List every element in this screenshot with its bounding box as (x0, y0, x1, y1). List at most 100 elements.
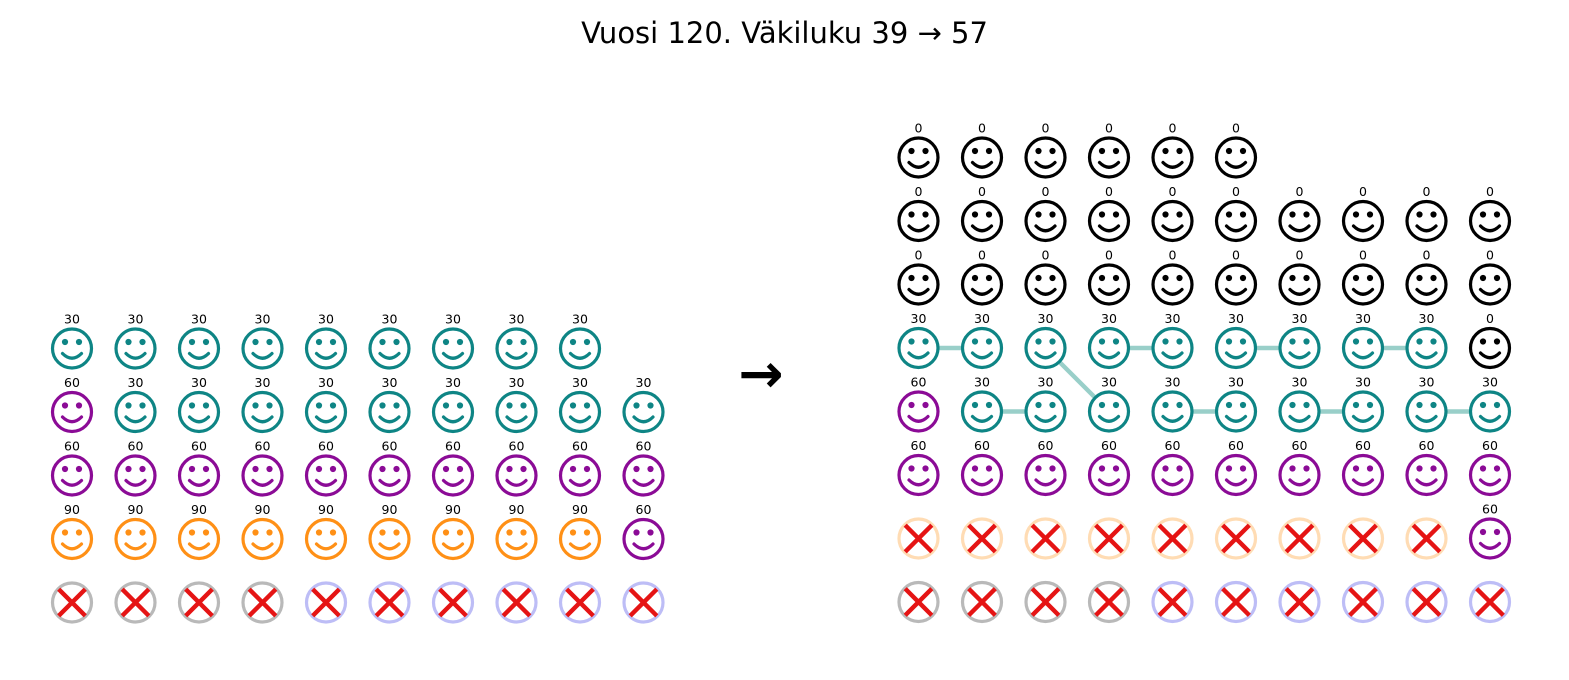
smiley-face-icon: 30 (50, 312, 94, 370)
age-label: 0 (1232, 248, 1240, 263)
smiley-face-icon: 60 (304, 439, 348, 497)
smiley-face-icon: 0 (1278, 184, 1321, 243)
age-label: 60 (191, 439, 207, 454)
smiley-face-icon: 60 (1468, 502, 1512, 560)
smiley-face-icon: 30 (495, 375, 538, 434)
age-label: 30 (1101, 311, 1117, 326)
age-label: 60 (64, 375, 80, 390)
deceased-face-icon (1214, 580, 1258, 624)
smiley-face-icon: 0 (1024, 121, 1067, 179)
age-label: 60 (1228, 438, 1244, 453)
deceased-face-icon (1087, 517, 1131, 560)
deceased-face-icon (558, 581, 602, 624)
smiley-face-icon: 30 (114, 312, 157, 370)
smiley-face-icon: 90 (241, 502, 284, 561)
smiley-face-icon: 30 (1024, 311, 1067, 370)
age-label: 0 (1486, 184, 1494, 199)
smiley-face-icon: 30 (177, 312, 221, 370)
smiley-face-icon: 30 (1341, 311, 1385, 370)
age-label: 90 (572, 502, 588, 517)
smiley-face-icon: 30 (1405, 311, 1448, 370)
age-label: 90 (382, 502, 398, 517)
age-label: 30 (318, 312, 334, 327)
age-label: 0 (1296, 248, 1304, 263)
deceased-face-icon (177, 581, 221, 624)
age-label: 30 (636, 375, 652, 390)
smiley-face-icon: 0 (1087, 184, 1131, 243)
age-label: 30 (974, 375, 990, 390)
smiley-face-icon: 30 (1341, 375, 1385, 433)
deceased-face-icon (897, 580, 940, 624)
age-label: 60 (636, 502, 652, 517)
age-label: 60 (1482, 438, 1498, 453)
age-label: 30 (1419, 311, 1435, 326)
age-label: 90 (128, 502, 144, 517)
deceased-face-icon (960, 517, 1004, 560)
age-label: 60 (255, 439, 271, 454)
smiley-face-icon: 0 (1151, 184, 1194, 243)
smiley-face-icon: 90 (495, 502, 538, 561)
smiley-face-icon: 30 (1024, 375, 1067, 433)
age-label: 30 (1292, 311, 1308, 326)
age-label: 60 (509, 439, 525, 454)
age-label: 60 (318, 439, 334, 454)
age-label: 0 (1232, 121, 1240, 136)
smiley-face-icon: 90 (114, 502, 157, 561)
smiley-face-icon: 30 (241, 375, 284, 434)
smiley-face-icon: 0 (1087, 121, 1131, 179)
age-label: 60 (1419, 438, 1435, 453)
smiley-face-icon: 90 (304, 502, 348, 561)
age-label: 30 (1101, 375, 1117, 390)
smiley-face-icon: 90 (177, 502, 221, 561)
age-label: 0 (1042, 184, 1050, 199)
smiley-face-icon: 60 (622, 439, 665, 497)
deceased-face-icon (1087, 580, 1131, 624)
smiley-face-icon: 30 (622, 375, 665, 434)
age-label: 0 (915, 184, 923, 199)
smiley-face-icon: 60 (1278, 438, 1321, 497)
smiley-face-icon: 60 (1087, 438, 1131, 497)
smiley-face-icon: 30 (368, 375, 411, 434)
deceased-face-icon (368, 581, 411, 624)
smiley-face-icon: 0 (1024, 184, 1067, 243)
age-label: 30 (1165, 311, 1181, 326)
age-label: 60 (64, 439, 80, 454)
smiley-face-icon: 60 (368, 439, 411, 497)
age-label: 60 (636, 439, 652, 454)
smiley-face-icon: 30 (431, 375, 475, 434)
smiley-face-icon: 30 (1151, 311, 1194, 370)
age-label: 30 (911, 311, 927, 326)
age-label: 30 (191, 312, 207, 327)
smiley-face-icon: 60 (177, 439, 221, 497)
smiley-face-icon: 30 (495, 312, 538, 370)
age-label: 30 (128, 312, 144, 327)
age-label: 0 (1169, 184, 1177, 199)
smiley-face-icon: 30 (558, 312, 602, 370)
age-label: 0 (1486, 248, 1494, 263)
smiley-face-icon: 0 (1151, 248, 1194, 306)
age-label: 30 (255, 375, 271, 390)
age-label: 60 (911, 375, 927, 390)
age-label: 30 (1292, 375, 1308, 390)
smiley-face-icon: 60 (1151, 438, 1194, 497)
age-label: 0 (978, 184, 986, 199)
smiley-face-icon: 0 (1278, 248, 1321, 306)
age-label: 0 (1232, 184, 1240, 199)
deceased-face-icon (50, 581, 94, 624)
age-label: 30 (1038, 375, 1054, 390)
smiley-face-icon: 0 (1087, 248, 1131, 306)
deceased-face-icon (304, 581, 348, 624)
age-label: 0 (1423, 248, 1431, 263)
smiley-face-icon: 60 (897, 438, 940, 497)
smiley-face-icon: 90 (558, 502, 602, 561)
age-label: 30 (1355, 375, 1371, 390)
smiley-face-icon: 90 (50, 502, 94, 561)
age-label: 30 (572, 375, 588, 390)
age-label: 30 (445, 375, 461, 390)
deceased-face-icon (1405, 580, 1448, 624)
deceased-face-icon (1151, 517, 1194, 560)
smiley-face-icon: 60 (114, 439, 157, 497)
deceased-face-icon (1214, 517, 1258, 560)
